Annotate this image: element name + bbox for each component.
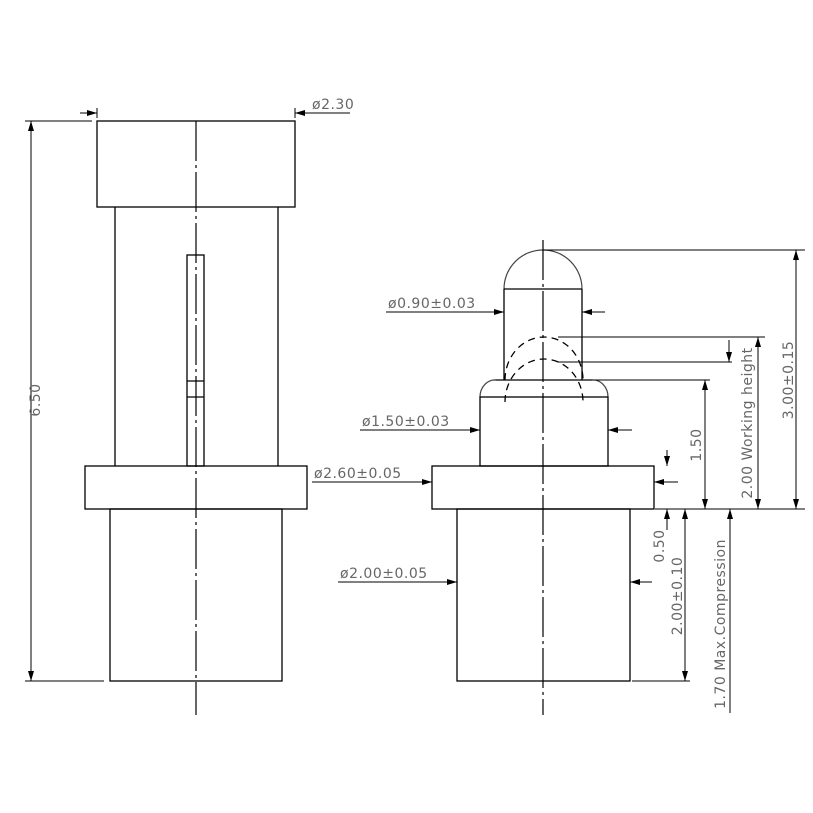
left-view: 6.50 ø2.30 <box>25 97 354 715</box>
dim-barrel-diameter: ø1.50±0.03 <box>362 414 450 430</box>
barrel <box>479 396 609 467</box>
compressed-dome-2 <box>504 358 584 403</box>
dim-tail-length: 2.00±0.10 <box>670 557 686 636</box>
dim-barrel-height: 1.50 <box>689 428 705 461</box>
dim-overall-length: 6.50 <box>28 383 44 416</box>
dim-flange-diameter: ø2.60±0.05 <box>314 466 402 482</box>
dim-max-compression: 1.70 Max.Compression <box>713 539 729 709</box>
dim-working-height: 2.00 Working height <box>740 347 756 498</box>
dim-tail-diameter: ø2.00±0.05 <box>340 566 428 582</box>
dim-flange-thickness: 0.50 <box>652 529 668 562</box>
dim-head-diameter: ø2.30 <box>312 97 354 113</box>
dim-free-height: 3.00±0.15 <box>781 341 797 420</box>
right-view: ø0.90±0.03 ø1.50±0.03 ø2.60±0.05 ø2.00±0… <box>312 240 805 715</box>
dim-plunger-diameter: ø0.90±0.03 <box>388 296 476 312</box>
